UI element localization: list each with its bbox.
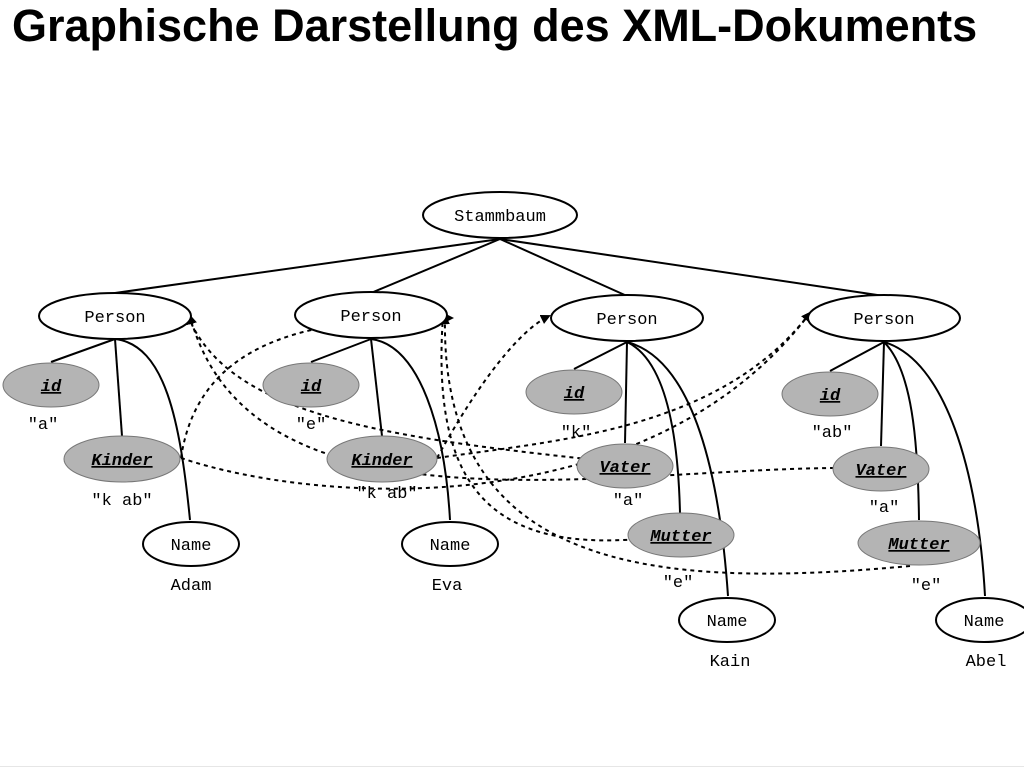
vater-value-kain: "a" (613, 492, 644, 511)
person-label: Person (84, 309, 145, 328)
name-node-eva: Name (401, 521, 499, 567)
tree-edges (50, 238, 986, 597)
id-value-kain: "k" (561, 424, 592, 443)
kinder-attribute-adam: Kinder (63, 435, 181, 483)
id-attribute-eva: id (262, 362, 360, 408)
kinder-label: Kinder (351, 452, 412, 471)
id-label: id (41, 378, 62, 397)
id-attribute-abel: id (781, 371, 879, 417)
reference-arrows (180, 311, 911, 575)
kinder-value-adam: "k ab" (91, 492, 152, 511)
person-node-adam: Person (38, 292, 192, 340)
name-node-abel: Name (935, 597, 1024, 643)
mutter-label: Mutter (887, 536, 949, 555)
mutter-label: Mutter (649, 528, 711, 547)
name-value-kain: Kain (710, 653, 751, 672)
name-node-adam: Name (142, 521, 240, 567)
name-label: Name (171, 537, 212, 556)
footer-divider (0, 766, 1024, 767)
vater-value-abel: "a" (869, 499, 900, 518)
id-label: id (820, 387, 841, 406)
name-label: Name (964, 613, 1005, 632)
name-label: Name (707, 613, 748, 632)
vater-label: Vater (599, 459, 650, 478)
person-node-eva: Person (294, 291, 448, 339)
id-value-eva: "e" (296, 416, 327, 435)
mutter-attribute-kain: Mutter (627, 512, 735, 558)
root-label: Stammbaum (454, 208, 546, 227)
kinder-value-eva: "k ab" (356, 485, 417, 504)
person-node-abel: Person (807, 294, 961, 342)
kinder-attribute-eva: Kinder (326, 435, 438, 483)
vater-attribute-abel: Vater (832, 446, 930, 492)
mutter-attribute-abel: Mutter (857, 520, 981, 566)
person-label: Person (596, 311, 657, 330)
mutter-value-kain: "e" (663, 574, 694, 593)
id-attribute-adam: id (2, 362, 100, 408)
id-label: id (301, 378, 322, 397)
vater-label: Vater (855, 462, 906, 481)
id-label: id (564, 385, 585, 404)
id-attribute-kain: id (525, 369, 623, 415)
vater-attribute-kain: Vater (576, 443, 674, 489)
kinder-label: Kinder (91, 452, 152, 471)
id-value-abel: "ab" (812, 424, 853, 443)
person-node-kain: Person (550, 294, 704, 342)
person-label: Person (340, 308, 401, 327)
id-value-adam: "a" (28, 416, 59, 435)
name-value-adam: Adam (171, 577, 212, 596)
mutter-value-abel: "e" (911, 577, 942, 596)
page-title: Graphische Darstellung des XML-Dokuments (12, 0, 978, 51)
name-value-abel: Abel (966, 653, 1007, 672)
root-node: Stammbaum (422, 191, 578, 239)
name-value-eva: Eva (432, 577, 463, 596)
name-label: Name (430, 537, 471, 556)
name-node-kain: Name (678, 597, 776, 643)
person-label: Person (853, 311, 914, 330)
